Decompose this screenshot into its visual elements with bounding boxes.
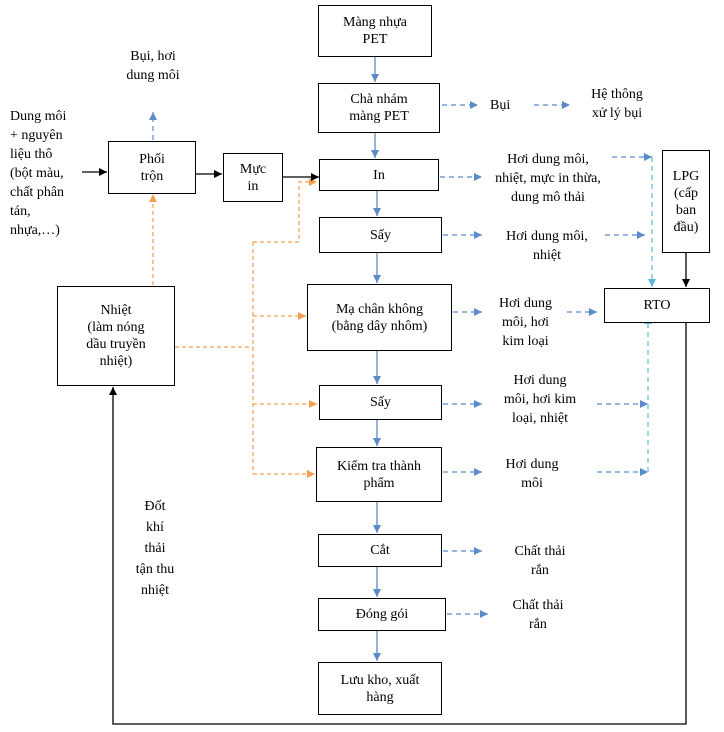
box-heat: Nhiệt (làm nóng dầu truyền nhiệt) xyxy=(57,286,175,386)
rto-feed-lines xyxy=(644,157,656,472)
box-mixing: Phối trộn xyxy=(108,141,196,194)
box-dry-2: Sấy xyxy=(319,385,442,420)
label-dust-treatment-system: Hệ thông xử lý bụi xyxy=(591,87,643,121)
emission-arrows xyxy=(149,101,652,618)
main-black-lines xyxy=(82,168,690,725)
box-cutting: Cắt xyxy=(318,534,442,567)
heat-distribution-lines xyxy=(149,178,317,478)
rto-return-loop xyxy=(109,323,687,725)
box-inspection: Kiểm tra thành phẩm xyxy=(316,447,442,502)
box-vacuum-plating: Mạ chân không (bằng dây nhôm) xyxy=(307,284,452,351)
heat-to-print xyxy=(253,178,317,243)
label-print-emissions: Hơi dung môi, nhiệt, mực in thừa, dung m… xyxy=(495,152,601,205)
label-vacuum-emissions: Hơi dung môi, hơi kim loại xyxy=(499,296,552,349)
box-rto: RTO xyxy=(604,288,710,323)
box-print: In xyxy=(319,159,439,191)
process-flow-arrows xyxy=(371,57,381,661)
label-pack-solid-waste: Chất thải rắn xyxy=(512,598,564,632)
label-cut-solid-waste: Chất thải rắn xyxy=(514,544,566,578)
label-dust: Bụi xyxy=(490,98,511,113)
box-dry-1: Sấy xyxy=(319,217,442,253)
label-dry1-emissions: Hơi dung môi, nhiệt xyxy=(506,229,588,263)
label-dust-solvent-vapor: Bụi, hơi dung môi xyxy=(126,49,180,83)
box-sanding: Chà nhám màng PET xyxy=(318,83,440,133)
label-raw-inputs: Dung môi + nguyên liệu thô (bột màu, chấ… xyxy=(10,109,67,238)
label-inspection-emissions: Hơi dung môi xyxy=(505,457,559,491)
box-storage: Lưu kho, xuất hàng xyxy=(318,662,442,715)
box-pet-film: Màng nhựa PET xyxy=(318,5,432,57)
box-lpg: LPG (cấp ban đầu) xyxy=(662,150,710,253)
box-packing: Đóng gói xyxy=(318,598,446,631)
label-dry2-emissions: Hơi dung môi, hơi kim loại, nhiệt xyxy=(503,373,577,426)
box-ink: Mực in xyxy=(223,153,283,202)
label-heat-recovery-burn: Đốt khí thải tận thu nhiệt xyxy=(135,499,175,598)
